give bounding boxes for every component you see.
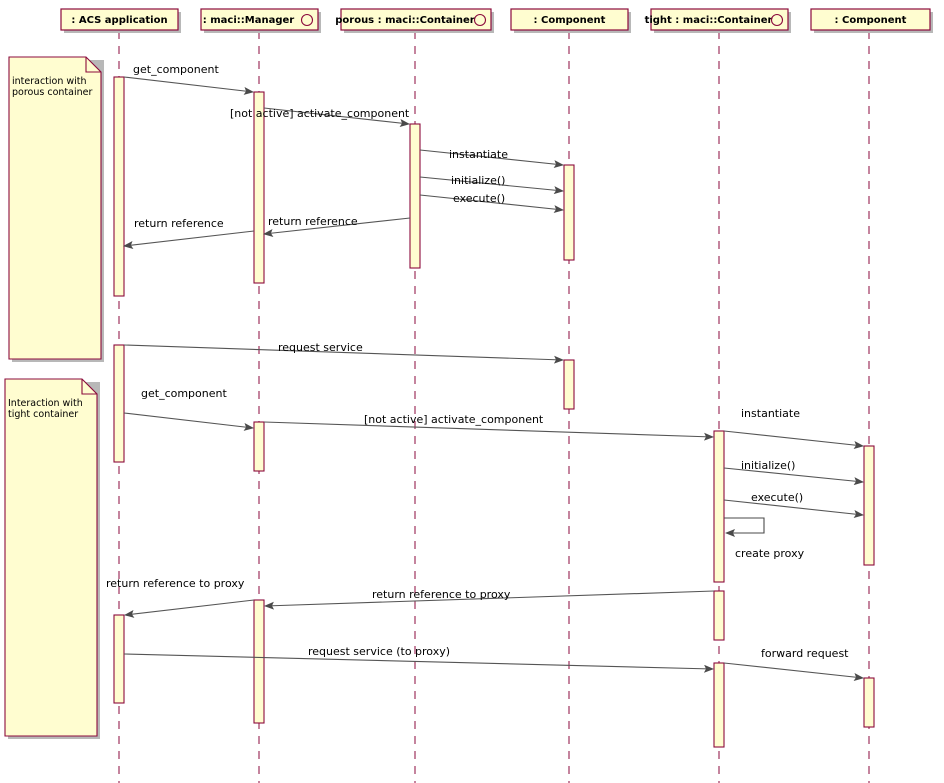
lifeline-label: : Component	[835, 15, 907, 26]
message-label: request service (to proxy)	[308, 645, 450, 658]
active-object-icon	[300, 13, 314, 27]
message-label: request service	[278, 341, 363, 354]
lifeline-head-tight[interactable]: tight : maci::Container	[645, 8, 789, 31]
message-arrow	[123, 76, 254, 95]
message-1[interactable]: get_component	[123, 63, 254, 95]
activation-bar-tight	[713, 662, 725, 748]
activation-bar-mgr	[253, 599, 265, 724]
message-arrow	[123, 230, 255, 249]
message-label: initialize()	[451, 174, 505, 187]
activation-bar-comp2	[863, 445, 875, 566]
message-label: forward request	[761, 647, 849, 660]
message-arrow	[419, 194, 564, 214]
message-16[interactable]: return reference to proxy	[106, 577, 255, 618]
message-arrow	[123, 653, 714, 673]
message-label: return reference	[268, 215, 358, 228]
lifeline-head-porous[interactable]: porous : maci::Container	[335, 8, 492, 31]
active-object-icon	[770, 13, 784, 27]
message-17[interactable]: request service (to proxy)	[123, 645, 714, 673]
message-label: execute()	[751, 491, 803, 504]
activation-bar-porous	[409, 123, 421, 269]
note-text-line: interaction with	[12, 76, 87, 87]
message-arrow	[263, 107, 410, 127]
message-arrow	[263, 421, 714, 441]
activation-bar-acs	[113, 76, 125, 297]
activation-bar-comp1	[563, 164, 575, 261]
message-14[interactable]: create proxy	[724, 517, 805, 560]
lifeline-label: : maci::Manager	[203, 15, 295, 26]
lifeline-label: tight : maci::Container	[645, 15, 773, 26]
message-arrow	[123, 344, 564, 364]
message-label: execute()	[453, 192, 505, 205]
activation-bar-acs	[113, 614, 125, 704]
message-9[interactable]: get_component	[123, 387, 254, 431]
message-arrow	[723, 499, 864, 519]
note-text-line: tight container	[8, 409, 78, 420]
lifeline-head-acs[interactable]: : ACS application	[60, 8, 179, 31]
activation-bar-comp2	[863, 677, 875, 728]
message-arrow	[123, 412, 254, 431]
message-arrow	[723, 662, 864, 682]
message-label: return reference	[134, 217, 224, 230]
note-fold	[85, 57, 101, 73]
lifeline-head-comp1[interactable]: : Component	[510, 8, 629, 31]
message-10[interactable]: [not active] activate_component	[263, 413, 714, 441]
message-label: instantiate	[449, 148, 508, 161]
self-message-arrow	[724, 517, 765, 537]
activation-bar-comp1	[563, 359, 575, 410]
message-arrow	[723, 430, 864, 450]
message-2[interactable]: [not active] activate_component	[230, 107, 410, 127]
note-text-line: Interaction with	[8, 398, 83, 409]
message-label: [not active] activate_component	[230, 107, 410, 120]
message-13[interactable]: execute()	[723, 491, 864, 519]
activation-bar-acs	[113, 344, 125, 463]
message-4[interactable]: initialize()	[419, 174, 564, 195]
message-label: get_component	[141, 387, 227, 400]
message-18[interactable]: forward request	[723, 647, 864, 682]
message-12[interactable]: initialize()	[723, 459, 864, 486]
message-arrow	[264, 590, 715, 610]
message-arrow	[723, 467, 864, 486]
message-6[interactable]: return reference	[263, 215, 411, 237]
lifeline-label: : Component	[534, 15, 606, 26]
activation-bar-tight	[713, 590, 725, 641]
message-arrow	[124, 599, 255, 618]
message-3[interactable]: instantiate	[419, 148, 564, 169]
active-object-icon	[473, 13, 487, 27]
activation-bar-mgr	[253, 421, 265, 472]
lifeline-head-mgr[interactable]: : maci::Manager	[200, 8, 319, 31]
message-label: return reference to proxy	[372, 588, 511, 601]
message-label: get_component	[133, 63, 219, 76]
lifeline-label: : ACS application	[71, 15, 167, 26]
message-label: create proxy	[735, 547, 805, 560]
message-arrow	[419, 176, 564, 195]
lifeline-label: porous : maci::Container	[335, 15, 475, 26]
message-arrow	[419, 149, 564, 169]
lifeline-head-comp2[interactable]: : Component	[810, 8, 931, 31]
activation-bar-tight	[713, 430, 725, 583]
message-label: initialize()	[741, 459, 795, 472]
message-arrow	[263, 217, 411, 237]
message-11[interactable]: instantiate	[723, 407, 864, 450]
message-label: [not active] activate_component	[364, 413, 544, 426]
message-label: return reference to proxy	[106, 577, 245, 590]
message-8[interactable]: request service	[123, 341, 564, 364]
note-text-line: porous container	[12, 87, 92, 98]
note-fold	[81, 379, 97, 395]
activation-bar-mgr	[253, 91, 265, 284]
message-5[interactable]: execute()	[419, 192, 564, 214]
message-7[interactable]: return reference	[123, 217, 255, 249]
message-15[interactable]: return reference to proxy	[264, 588, 715, 610]
message-label: instantiate	[741, 407, 800, 420]
